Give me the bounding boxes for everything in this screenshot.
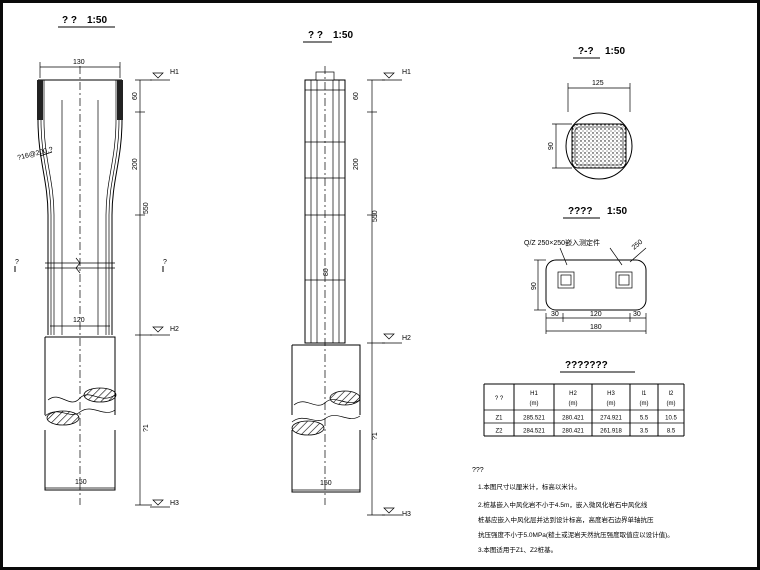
side-dim-total: 550: [372, 210, 379, 222]
detail-callout: Q/Z 250×250嵌入测定件: [524, 238, 600, 247]
side-view: ? ? 1:50 150 60 200 550 80 ?1: [291, 30, 411, 518]
side-dim-footing: ?1: [372, 432, 379, 440]
table-header-cell: H3: [607, 391, 615, 397]
table-header-cell: l2: [669, 391, 674, 397]
table-header-unit: (m): [667, 401, 676, 407]
table-cell: 274.921: [600, 416, 622, 422]
table-header-cell: ? ?: [495, 396, 504, 402]
front-dim-footing: ?1: [143, 424, 150, 432]
table-grid: ? ? H1 (m) H2 (m) H3 (m) l1 (m) l2 (m) Z1 285.521 280…: [483, 383, 685, 437]
side-dim-mid: 80: [323, 268, 330, 276]
note-2-cont-2: 抗压强度不小于5.0MPa(糙土或泥岩天然抗压强度取值应以设计值)。: [478, 530, 674, 539]
notes: ??? 1.本图尺寸以厘米计，标高以米计。 2.桩基嵌入中风化岩不小于4.5m，…: [472, 467, 674, 554]
front-view-scale: 1:50: [87, 15, 107, 26]
front-rebar-callout: ?16@200.?: [17, 146, 54, 162]
table-cell: 5.5: [640, 416, 649, 422]
section-width: 125: [592, 80, 604, 87]
table-header-unit: (m): [607, 401, 616, 407]
detail-mid: 120: [590, 311, 602, 318]
side-view-scale: 1:50: [333, 30, 353, 41]
front-top-width: 130: [73, 59, 85, 66]
table-header-cell: l1: [642, 391, 647, 397]
column-right-edge: [111, 80, 123, 335]
detail-side-h: 90: [531, 282, 538, 290]
front-footing-width: 150: [75, 479, 87, 486]
column-left-edge: [37, 80, 49, 335]
side-view-title: ? ?: [308, 30, 323, 41]
front-dim-d2: 200: [132, 158, 139, 170]
table-cell: Z1: [495, 416, 503, 422]
svg-text:?: ?: [15, 259, 19, 266]
front-level-h2: H2: [170, 326, 179, 333]
side-dim-d1: 60: [353, 92, 360, 100]
note-2: 2.桩基嵌入中风化岩不小于4.5m，嵌入微风化岩石中风化线: [478, 500, 648, 509]
side-level-h2: H2: [402, 335, 411, 342]
pile-table: ??????? ? ? H1 (m) H2 (m) H3 (m) l1 (m) l2 (m) Z1 28…: [483, 360, 685, 437]
table-header-cell: H2: [569, 391, 577, 397]
side-footing: [291, 344, 361, 493]
svg-text:?: ?: [163, 259, 167, 266]
table-cell: 261.918: [600, 429, 622, 435]
detail-view: ???? 1:50 Q/Z 250×250嵌入测定件 250 90 30 120…: [524, 206, 647, 334]
detail-right: 30: [633, 311, 641, 318]
detail-view-scale: 1:50: [607, 206, 627, 217]
front-dim-d1: 60: [132, 92, 139, 100]
table-title: ???????: [565, 360, 608, 371]
front-level-h1: H1: [170, 69, 179, 76]
side-footing-width: 150: [320, 480, 332, 487]
table-cell: 8.5: [667, 429, 676, 435]
note-3: 3.本图适用于Z1、Z2桩基。: [478, 545, 557, 554]
table-cell: 3.5: [640, 429, 649, 435]
detail-total: 180: [590, 324, 602, 331]
table-header-cell: H1: [530, 391, 538, 397]
note-1: 1.本图尺寸以厘米计，标高以米计。: [478, 482, 581, 491]
detail-diag: 250: [631, 239, 645, 252]
section-circle: [565, 112, 633, 180]
table-cell: 10.5: [665, 416, 677, 422]
note-2-cont-1: 桩基应嵌入中风化层并达到设计标高，高度岩石边界单轴抗压: [478, 515, 654, 524]
table-cell: 284.521: [523, 429, 545, 435]
section-view-title: ?-?: [578, 46, 594, 57]
table-cell: 280.421: [562, 416, 584, 422]
front-view: ? ? 1:50 130 ?16@200.? ? ?: [14, 15, 179, 508]
table-cell: 280.421: [562, 429, 584, 435]
detail-left: 30: [551, 311, 559, 318]
front-lower-width: 120: [73, 317, 85, 324]
table-cell: Z2: [495, 429, 503, 435]
detail-plate: [545, 259, 647, 311]
section-height: 90: [548, 142, 555, 150]
side-level-h1: H1: [402, 69, 411, 76]
table-header-unit: (m): [569, 401, 578, 407]
table-header-unit: (m): [640, 401, 649, 407]
section-view: ?-? 1:50 125 90: [548, 46, 633, 180]
table-header-unit: (m): [530, 401, 539, 407]
front-dim-total: 550: [143, 202, 150, 214]
notes-heading: ???: [472, 467, 484, 474]
section-view-scale: 1:50: [605, 46, 625, 57]
front-view-title: ? ?: [62, 15, 77, 26]
table-cell: 285.521: [523, 416, 545, 422]
front-level-h3: H3: [170, 500, 179, 507]
detail-view-title: ????: [568, 206, 592, 217]
side-dim-d2: 200: [353, 158, 360, 170]
side-level-h3: H3: [402, 511, 411, 518]
